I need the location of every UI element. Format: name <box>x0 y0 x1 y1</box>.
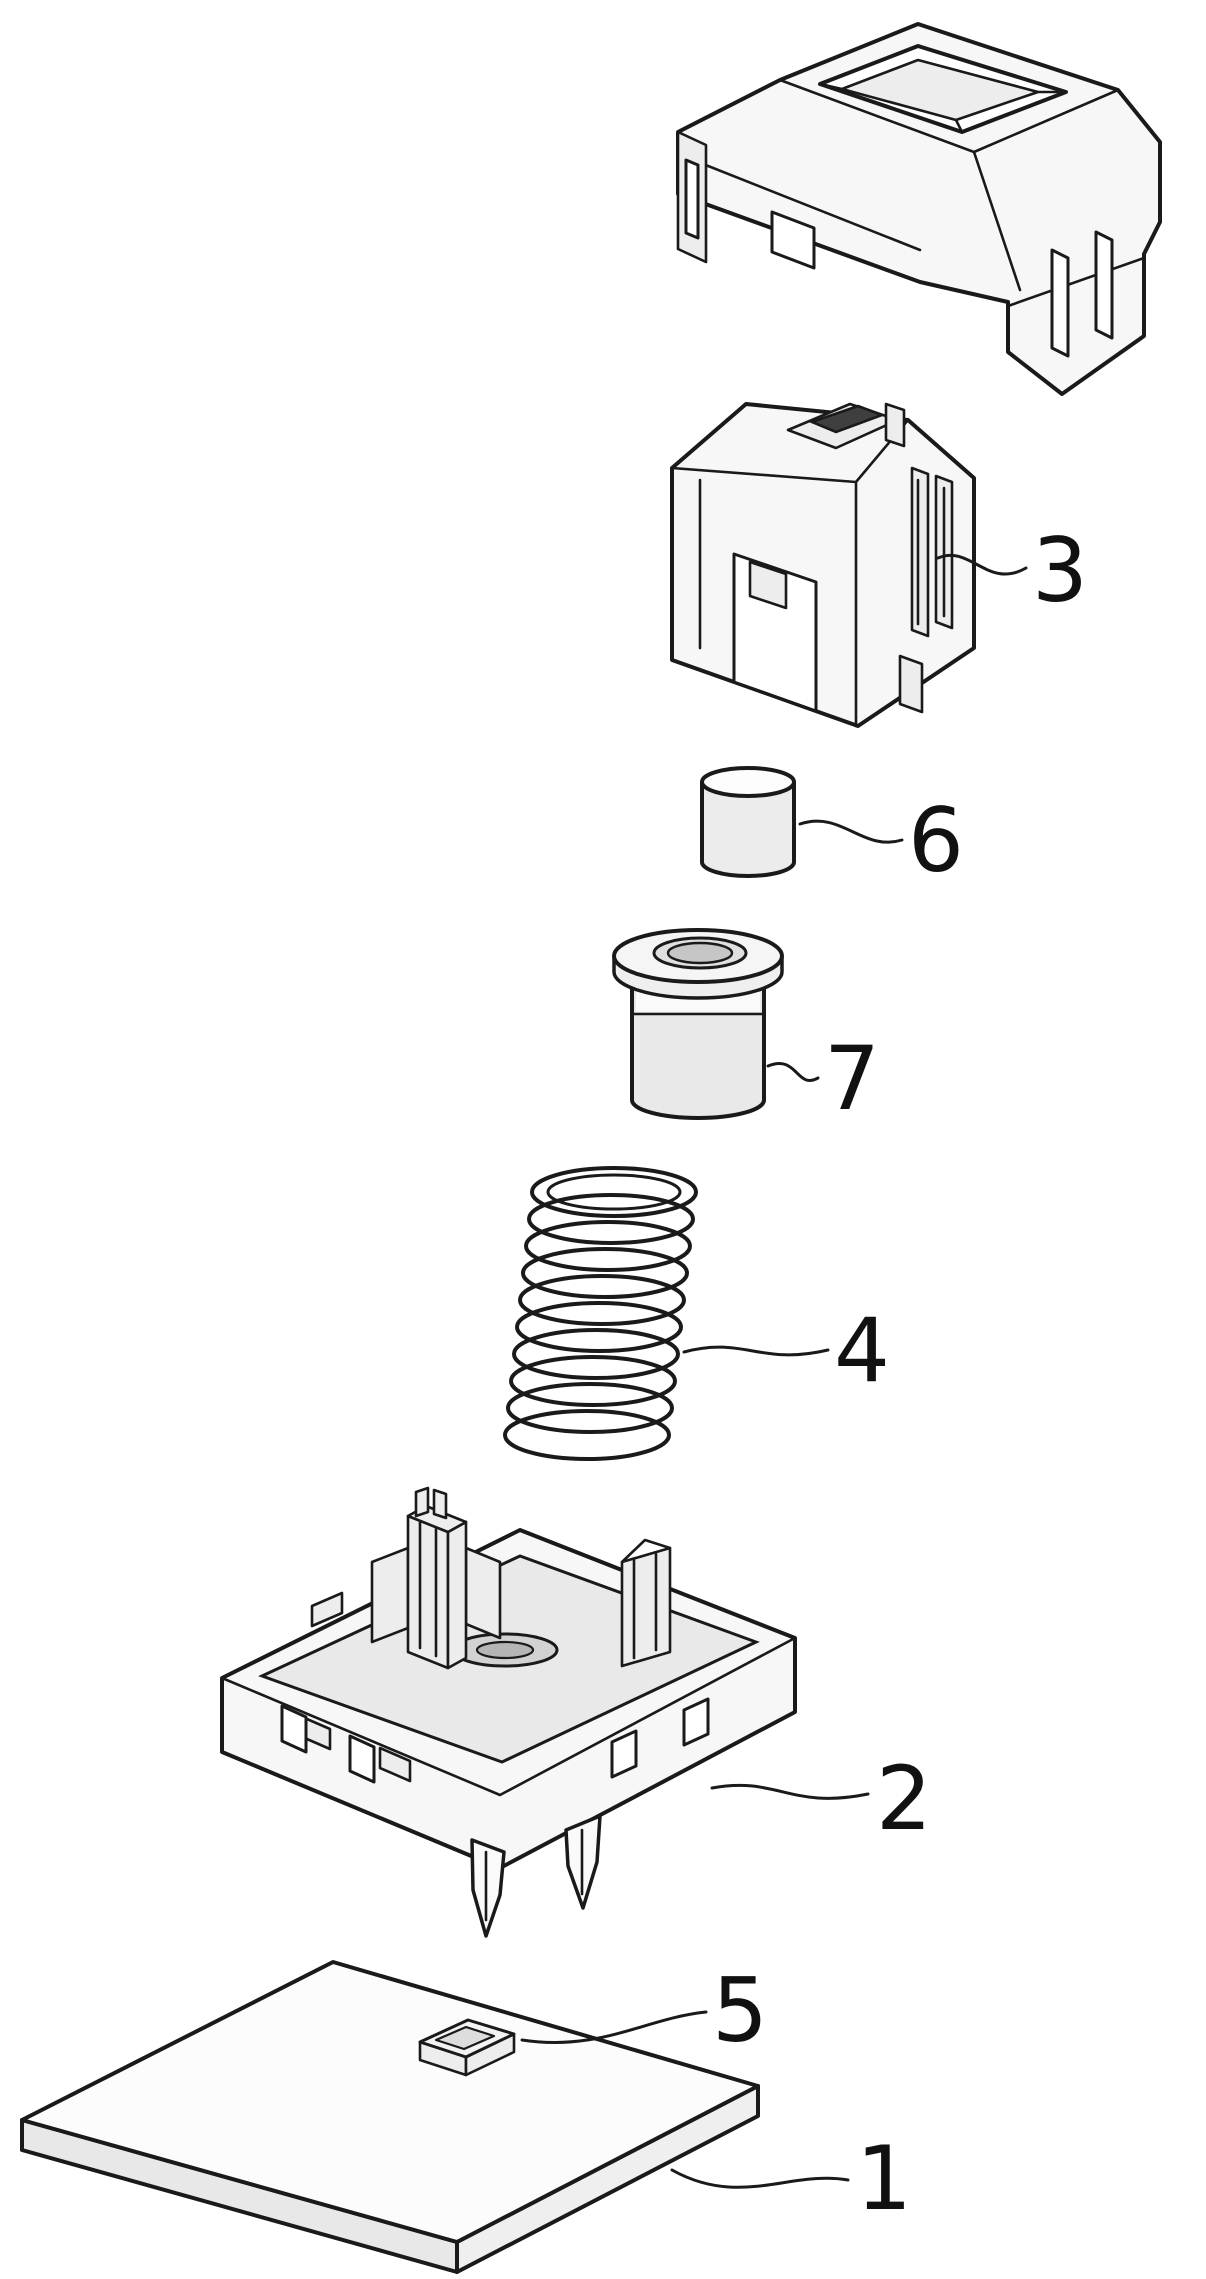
top-opening-depth-lines <box>818 82 1068 134</box>
top-cover-front-crease <box>686 156 922 252</box>
part2-rim-tab-3 <box>378 1746 412 1783</box>
part-label-5: 5 <box>712 1959 768 2062</box>
part2-spring-seat-hole-inner <box>475 1640 535 1660</box>
part3-contact-arm-1 <box>910 466 930 638</box>
part6-cylinder-drawing <box>700 766 796 878</box>
spring-coil <box>518 1274 686 1326</box>
part4-spring-drawing <box>503 1166 698 1461</box>
leader-line-4 <box>682 1345 830 1357</box>
leader-line-5 <box>520 2010 708 2045</box>
right-tower-lines <box>632 1552 658 1660</box>
right-tower-bevel <box>620 1538 672 1564</box>
top-cover-snap-slit-1 <box>1050 248 1070 358</box>
callout-part5: 5 <box>520 1959 768 2062</box>
callout-part7: 7 <box>766 1027 880 1130</box>
callout-part1: 1 <box>670 2127 912 2230</box>
cross-post-prong-2 <box>432 1488 448 1520</box>
spring-coil <box>503 1409 671 1461</box>
part2-wall-slot-1 <box>280 1704 308 1754</box>
part2-wall-slot-4 <box>682 1697 710 1747</box>
part1-base-plate-drawing <box>20 1960 760 2274</box>
part3-top-clip <box>884 402 906 448</box>
part2-leg-1 <box>470 1838 506 1938</box>
cross-post-column-side <box>446 1520 468 1670</box>
spring-coil <box>521 1247 689 1299</box>
part2-leg-lines <box>484 1828 584 1922</box>
part2-wall-slot-3 <box>610 1729 638 1779</box>
leader-line-6 <box>798 819 904 844</box>
spring-coil <box>530 1166 698 1218</box>
leader-line-7 <box>766 1062 820 1082</box>
top-cover-skirt-crease <box>1006 256 1146 308</box>
cross-post-left-arm <box>370 1546 410 1644</box>
part6-top-face <box>700 766 796 798</box>
part6-body <box>700 782 796 878</box>
part3-arm-slits <box>916 478 946 626</box>
part3-cutout-step <box>748 560 788 610</box>
part-label-1: 1 <box>856 2127 912 2230</box>
part7-bushing-drawing <box>612 928 784 1120</box>
spring-coil <box>509 1355 677 1407</box>
callout-part2: 2 <box>710 1747 932 1850</box>
spring-top-wire-inner <box>546 1173 682 1211</box>
callout-part4: 4 <box>682 1299 890 1402</box>
part-label-3: 3 <box>1032 519 1088 622</box>
callout-part3: 3 <box>936 519 1088 622</box>
part-label-2: 2 <box>876 1747 932 1850</box>
top-cover-right-corner-edge <box>972 150 1022 292</box>
part-label-6: 6 <box>908 789 964 892</box>
cross-post-prong-1 <box>414 1486 430 1518</box>
top-cover-left-clip-slot <box>684 158 700 240</box>
part3-latch-slot <box>808 404 886 434</box>
part3-foot <box>898 654 924 714</box>
cross-post-column-front <box>406 1514 450 1670</box>
right-tower-body <box>620 1546 672 1668</box>
part5-overlay <box>418 2018 516 2077</box>
part2-cross-post <box>370 1486 502 1670</box>
top-cover-snap-slit-2 <box>1094 230 1114 340</box>
leader-line-1 <box>670 2168 850 2189</box>
spring-coil <box>524 1220 692 1272</box>
part2-wall-slot-2 <box>348 1734 376 1784</box>
part3-slider-block-drawing <box>670 402 976 728</box>
spring-coil <box>506 1382 674 1434</box>
part1-top-face <box>20 1960 760 2244</box>
part5-top-detail <box>434 2025 496 2051</box>
part2-front-rim-edge <box>220 1636 797 1797</box>
cross-post-right-arm <box>464 1546 502 1640</box>
callout-part6: 6 <box>798 789 964 892</box>
leader-line-2 <box>710 1783 870 1800</box>
cross-post-ridge-lines <box>418 1520 438 1658</box>
part2-right-tower <box>620 1538 672 1668</box>
spring-coil <box>512 1328 680 1380</box>
part7-hole-inner <box>666 941 734 965</box>
top-cover-drawing <box>676 22 1162 396</box>
top-cover-front-notch <box>770 210 816 270</box>
part2-rim-tab-1 <box>310 1591 344 1628</box>
leader-line-3 <box>936 553 1028 576</box>
spring-coil <box>515 1301 683 1353</box>
part-label-7: 7 <box>824 1027 880 1130</box>
part2-base-housing-drawing <box>220 1486 797 1938</box>
spring-coil <box>527 1193 695 1245</box>
part-label-4: 4 <box>834 1299 890 1402</box>
